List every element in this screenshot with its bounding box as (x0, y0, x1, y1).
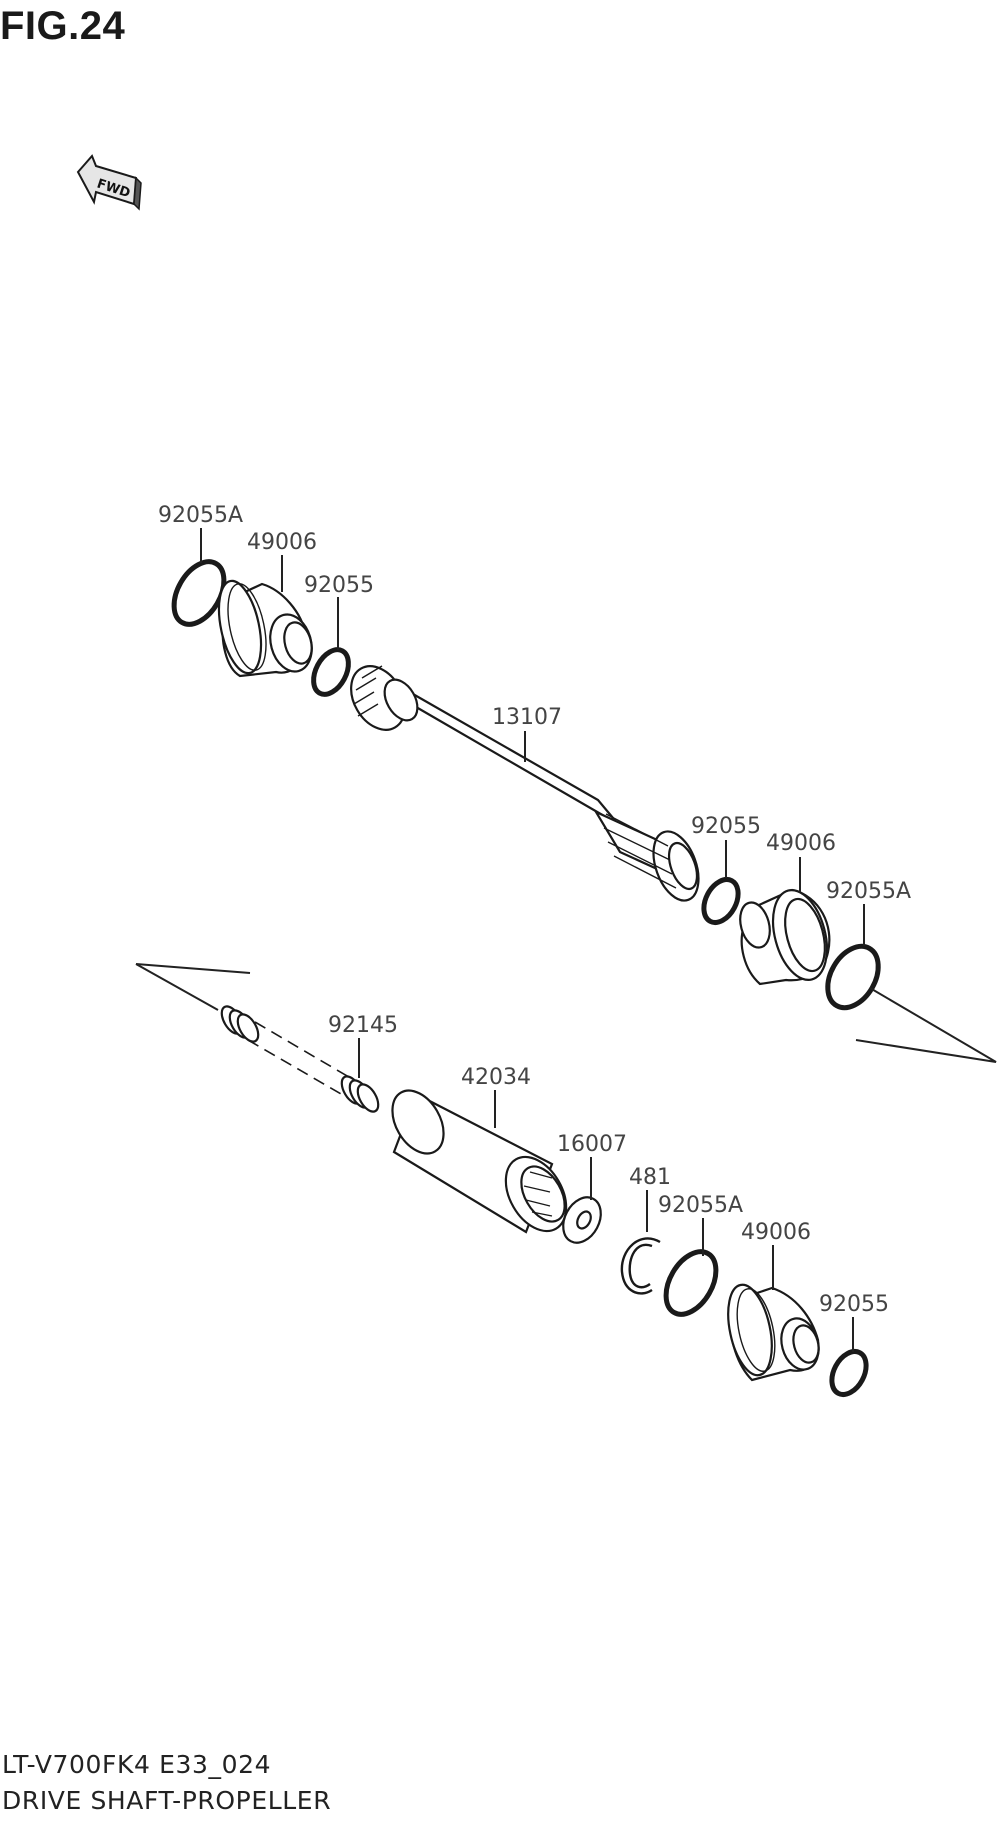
circlip-481 (620, 1237, 661, 1295)
leader-lines (200, 528, 865, 1352)
o-ring-92055-lower (829, 1349, 869, 1397)
continuation-lines (135, 963, 997, 1063)
spring-92145 (220, 1005, 380, 1113)
part-label[interactable]: 481 (629, 1165, 671, 1190)
bushing-49006-upper-right (739, 888, 831, 986)
washer-16007 (562, 1196, 602, 1244)
part-label[interactable]: 49006 (766, 831, 836, 856)
figure-title: FIG.24 (0, 4, 126, 48)
part-labels: 92055A 49006 92055 13107 92055 49006 920… (158, 503, 911, 1317)
bushing-49006-upper (217, 579, 313, 678)
part-label[interactable]: 49006 (741, 1220, 811, 1245)
part-label[interactable]: 92055A (158, 503, 243, 528)
part-label[interactable]: 92055A (826, 879, 911, 904)
part-label[interactable]: 42034 (461, 1065, 531, 1090)
o-ring-92055-upper-left (311, 647, 351, 697)
o-ring-92055a-lower (663, 1249, 719, 1317)
part-label[interactable]: 92055A (658, 1193, 743, 1218)
model-code: LT-V700FK4 E33_024 (2, 1750, 272, 1779)
o-ring-92055a-upper (171, 559, 227, 627)
o-ring-92055-upper-right (701, 877, 741, 925)
part-label[interactable]: 92145 (328, 1013, 398, 1038)
sleeve-42034 (391, 1089, 568, 1234)
part-label[interactable]: 49006 (247, 530, 317, 555)
shaft-13107 (350, 665, 700, 902)
bushing-49006-lower (727, 1283, 820, 1382)
part-label[interactable]: 92055 (819, 1292, 889, 1317)
fwd-arrow-icon: FWD (76, 154, 142, 211)
part-label[interactable]: 16007 (557, 1132, 627, 1157)
part-label[interactable]: 92055 (691, 814, 761, 839)
part-label[interactable]: 13107 (492, 705, 562, 730)
o-ring-92055a-upper-right (825, 943, 881, 1011)
part-label[interactable]: 92055 (304, 573, 374, 598)
section-name: DRIVE SHAFT-PROPELLER (2, 1786, 332, 1815)
